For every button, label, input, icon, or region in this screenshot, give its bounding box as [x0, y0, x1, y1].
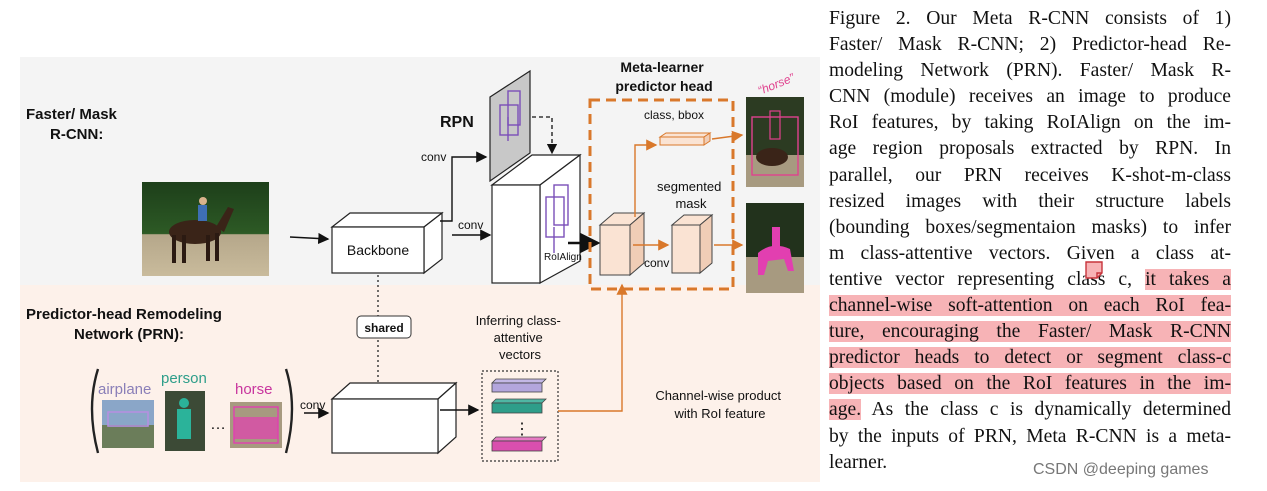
- shared-badge: [356, 315, 412, 339]
- highlighted-text: channel-wise soft-attention on each RoI …: [829, 295, 1231, 317]
- roialign-label: RoIAlign: [544, 252, 582, 263]
- figure-caption: Figure 2. Our Meta R-CNN consists of 1) …: [829, 6, 1232, 476]
- caption-line: learner.: [829, 451, 888, 473]
- rpn-block: [489, 69, 531, 183]
- vector-airplane: [491, 378, 547, 393]
- caption-line: parallel, our PRN receives K-shot-m-clas…: [829, 164, 1231, 186]
- output-detection-image: [746, 97, 804, 187]
- caption-line: modeling Network (PRN). Faster/ Mask R-: [829, 60, 1231, 82]
- caption-text: As the class c is dynamically determined: [871, 399, 1231, 421]
- vector-person: [491, 398, 547, 414]
- class-name-person: person: [161, 370, 207, 387]
- inferring-label: Inferring class- attentive vectors: [476, 313, 565, 362]
- shared-label: shared: [364, 321, 403, 335]
- highlighted-text: ture, encouraging the Faster/ Mask R-CNN: [829, 321, 1231, 343]
- caption-line: resized images with their structure labe…: [829, 190, 1231, 212]
- figure-meta-rcnn: Faster/ Mask R-CNN: Predictor-head Remod…: [20, 57, 820, 482]
- vectors-vdots: ⋮: [514, 421, 530, 438]
- caption-line: m class-attentive vectors. Given a class…: [829, 242, 1231, 264]
- conv-label-feature: conv: [458, 218, 483, 232]
- output-segmentation-image: [746, 203, 804, 293]
- caption-line: age region proposals extracted by RPN. I…: [829, 138, 1231, 160]
- faster-rcnn-label: Faster/ Mask R-CNN:: [26, 106, 121, 143]
- vectors-dotted-box: [481, 370, 559, 462]
- rpn-label: RPN: [440, 114, 474, 131]
- caption-line-mixed: tentive vector representing class c, it …: [829, 267, 1232, 293]
- feature-map-block: [490, 153, 582, 285]
- roi-feature-block: [598, 211, 646, 277]
- caption-line-mixed: age. As the class c is dynamically deter…: [829, 397, 1231, 423]
- class-name-horse: horse: [235, 381, 273, 398]
- conv-label-rpn: conv: [421, 150, 446, 164]
- caption-line: Faster/ Mask R-CNN; 2) Predictor-head Re…: [829, 34, 1231, 56]
- class-name-airplane: airplane: [98, 381, 151, 398]
- class-bbox-block: [658, 132, 712, 146]
- class-bbox-label: class, bbox: [644, 108, 704, 122]
- airplane-support-image: [102, 400, 154, 448]
- figure-diagram: Faster/ Mask R-CNN: Predictor-head Remod…: [20, 57, 820, 482]
- caption-line-highlighted: predictor heads to detect or segment cla…: [829, 345, 1231, 371]
- caption-line-highlighted: objects based on the RoI features in the…: [829, 371, 1231, 397]
- conv-label-prn: conv: [300, 398, 325, 412]
- caption-line: Figure 2. Our Meta R-CNN consists of 1): [829, 8, 1231, 29]
- vector-horse: [491, 436, 547, 452]
- caption-line: by the inputs of PRN, Meta R-CNN is a me…: [829, 425, 1231, 447]
- caption-line: RoI features, by taking RoIAlign on the …: [829, 112, 1231, 134]
- caption-line-highlighted: channel-wise soft-attention on each RoI …: [829, 293, 1231, 319]
- caption-line: CNN (module) receives an image to produc…: [829, 86, 1231, 108]
- horse-support-image: [230, 402, 282, 448]
- sticky-note-icon[interactable]: [1085, 261, 1103, 279]
- highlighted-text: age.: [829, 399, 862, 421]
- highlighted-text: predictor heads to detect or segment cla…: [829, 347, 1231, 369]
- person-support-image: [165, 391, 205, 451]
- caption-line: (bounding boxes/segmentaion masks) to in…: [829, 216, 1231, 238]
- channel-wise-label: Channel-wise product with RoI feature: [655, 388, 784, 421]
- meta-learner-box: [588, 98, 735, 291]
- backbone-block: Backbone: [330, 211, 444, 275]
- input-image-horse-rider: [142, 182, 269, 276]
- mask-feature-block: [670, 213, 714, 275]
- segmented-mask-label: segmented mask: [657, 179, 725, 211]
- meta-learner-label: Meta-learner predictor head: [615, 59, 712, 94]
- highlighted-text: objects based on the RoI features in the…: [829, 373, 1231, 395]
- prn-block: [330, 381, 458, 455]
- prn-label: Predictor-head Remodeling Network (PRN):: [26, 306, 226, 343]
- caption-text: tentive vector representing class c,: [829, 268, 1132, 290]
- conv-label-mask: conv: [644, 256, 669, 270]
- highlighted-text: it takes a: [1145, 268, 1232, 290]
- backbone-label: Backbone: [347, 242, 409, 258]
- images-ellipsis: …: [210, 416, 226, 433]
- caption-line-highlighted: ture, encouraging the Faster/ Mask R-CNN: [829, 319, 1231, 345]
- watermark: CSDN @deeping games: [1031, 461, 1211, 479]
